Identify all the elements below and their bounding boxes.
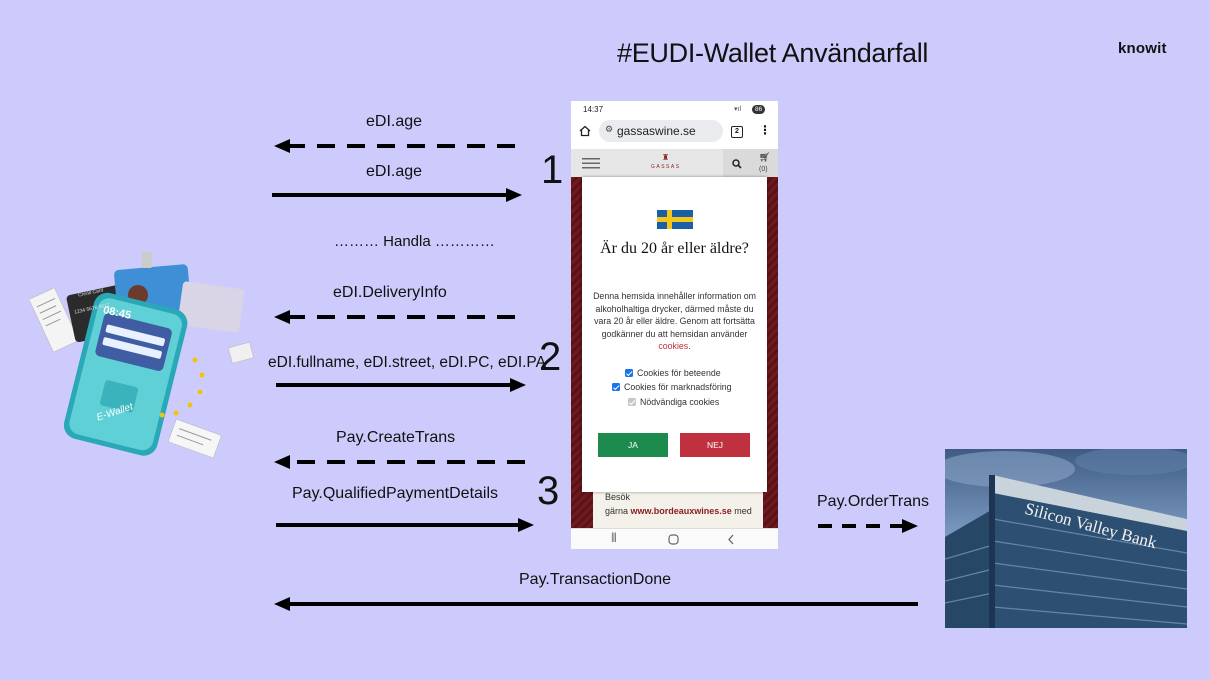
android-nav-bar: ||| [571,528,778,549]
checkbox-marketing-icon[interactable] [612,383,620,391]
arrowhead-6 [518,518,534,532]
site-info-icon[interactable]: ⚙ [605,124,614,134]
checkbox-behavior-label: Cookies för beteende [637,368,721,378]
site-logo-icon: ♜ [662,153,670,162]
browser-toolbar: ⚙ gassaswine.se 2 ⋮ [571,117,778,147]
site-header: GASSAS ♜ 🛒︎ (0) [571,149,778,177]
wallet-illustration: 08:45 E-Wallet Credit Card 1234 5678 901… [28,245,260,460]
bank-building-photo: Silicon Valley Bank [945,449,1187,628]
checkbox-necessary: Nödvändiga cookies [628,397,719,407]
step-number-2: 2 [539,335,562,379]
label-edi-age-request: eDI.age [366,113,423,130]
battery-badge: 86 [752,105,766,114]
cart-icon[interactable]: 🛒︎ [759,152,771,162]
label-edi-age-response: eDI.age [366,163,423,180]
page-text-2: gärna [605,506,629,516]
arrowhead-8 [274,597,290,611]
modal-heading: Är du 20 år eller äldre? [600,240,749,257]
checkbox-marketing-label: Cookies för marknadsföring [624,382,732,392]
phone-screenshot: 14:37 ▾ıl 86 ⚙ gassaswine.se 2 ⋮ GASSAS … [571,101,778,549]
more-menu-icon[interactable]: ⋮ [759,123,771,137]
modal-body: Denna hemsida innehåller information om … [593,291,756,351]
search-icon[interactable] [732,159,742,169]
header-actions [723,149,778,177]
cart-count: (0) [759,166,768,173]
step-number-1: 1 [541,148,564,192]
label-order-trans: Pay.OrderTrans [817,493,930,510]
status-bar: 14:37 ▾ıl 86 [571,101,778,117]
step-number-3: 3 [537,469,560,513]
bank-building-graphic [945,449,1187,628]
cookies-link[interactable]: cookies [658,341,689,351]
page-title: #EUDI-Wallet Användarfall [617,38,929,68]
home-icon[interactable] [579,125,591,137]
status-time: 14:37 [583,105,604,114]
bordeaux-link[interactable]: www.bordeauxwines.se [630,506,732,516]
hamburger-icon[interactable] [582,158,600,169]
page-text-3: med [734,506,752,516]
no-button[interactable]: NEJ [680,433,750,457]
brand-logo: knowit [1118,40,1167,57]
arrowhead-5 [274,455,290,469]
label-create-trans: Pay.CreateTrans [336,429,456,446]
label-delivery-info: eDI.DeliveryInfo [333,284,447,301]
url-text: gassaswine.se [617,124,696,138]
label-transaction-done: Pay.TransactionDone [519,571,672,588]
checkbox-necessary-icon [628,398,636,406]
page-text-1: Besök [605,492,631,502]
yes-button[interactable]: JA [598,433,668,457]
url-bar[interactable]: ⚙ gassaswine.se [599,120,723,142]
checkbox-behavior-icon[interactable] [625,369,633,377]
arrowhead-2 [506,188,522,202]
home-nav-icon[interactable] [668,534,679,545]
wallet-graphic [28,252,255,459]
swedish-flag-icon [657,210,693,229]
label-payment-details: Pay.QualifiedPaymentDetails [292,485,499,502]
site-logo[interactable]: GASSAS [651,164,681,170]
age-verification-modal: Är du 20 år eller äldre? Denna hemsida i… [582,177,767,492]
checkbox-marketing[interactable]: Cookies för marknadsföring [612,382,732,392]
back-icon[interactable] [727,534,735,545]
checkbox-necessary-label: Nödvändiga cookies [640,397,720,407]
arrowhead-3 [274,310,290,324]
page-text-row: gärna www.bordeauxwines.se med [605,506,752,516]
arrowhead-4 [510,378,526,392]
label-handla: ……… Handla ………… [334,233,495,250]
signal-icon: ▾ıl [734,106,742,113]
arrowhead-1 [274,139,290,153]
recent-apps-icon[interactable]: ||| [611,532,617,543]
label-delivery-fields: eDI.fullname, eDI.street, eDI.PC, eDI.PA [268,354,546,371]
checkbox-behavior[interactable]: Cookies för beteende [625,368,721,378]
tab-count-button[interactable]: 2 [731,126,743,138]
arrowhead-7 [902,519,918,533]
modal-body-text: Denna hemsida innehåller information om … [593,291,756,339]
